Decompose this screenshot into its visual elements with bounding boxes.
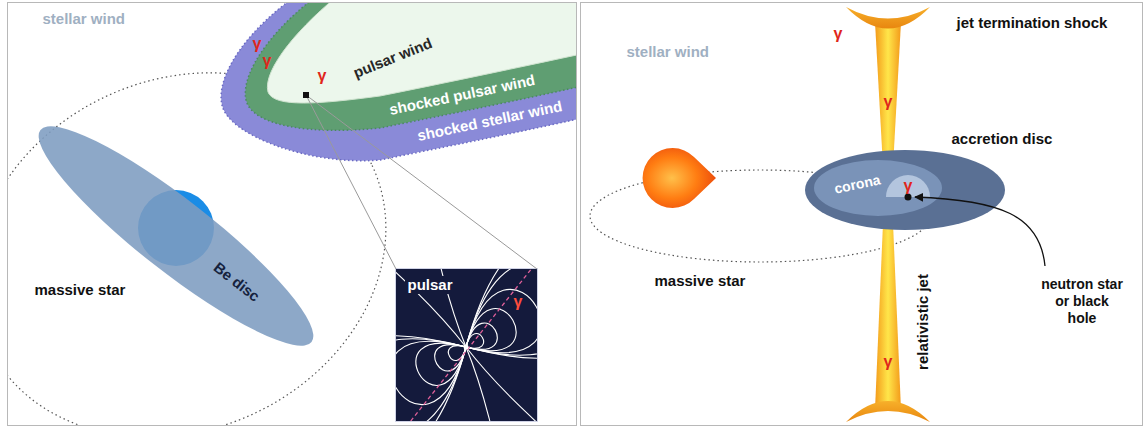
region-label: neutron star or black hole <box>1040 276 1124 326</box>
right-panel: accretion disc corona <box>581 3 1142 425</box>
open-field-line <box>466 320 537 422</box>
field-line <box>443 269 537 386</box>
node-outline <box>38 126 314 346</box>
node-label: pulsar <box>405 276 456 294</box>
field-line <box>396 308 489 421</box>
pulsar-marker <box>303 92 309 98</box>
region-label: jet termination shock <box>957 14 1108 32</box>
gamma-ray-symbol: γ <box>904 178 913 194</box>
field-line <box>396 293 497 421</box>
open-field-line <box>396 269 514 347</box>
rotation-axis <box>402 269 537 421</box>
band-shape <box>245 3 576 130</box>
neutron-star-dot <box>464 345 469 350</box>
be-disc-ellipse: Be disc <box>38 126 314 346</box>
text-holder: massive star <box>35 281 126 299</box>
zoom-line <box>306 95 537 269</box>
text-holder: corona <box>834 176 881 193</box>
magnetosphere <box>396 269 537 421</box>
text-holder: jet termination shock <box>957 14 1108 32</box>
text-holder: pulsar <box>405 276 456 294</box>
orbit-ellipse <box>8 7 446 425</box>
band-shape <box>267 3 576 103</box>
text-holder: stellar wind <box>43 10 126 28</box>
text-holder: stellar wind <box>627 43 710 61</box>
gamma-ray-symbol: γ <box>884 354 893 370</box>
gamma-ray-symbol: γ <box>263 53 272 69</box>
disc-shape <box>18 102 333 371</box>
open-field-line <box>418 347 537 421</box>
gamma-ray-symbol: γ <box>884 94 893 110</box>
text-holder: accretion disc <box>952 130 1053 148</box>
text-holder: neutron star or black hole <box>1040 276 1124 326</box>
zoom-line <box>306 95 396 269</box>
termination-shock <box>846 401 930 422</box>
node-label: accretion disc <box>952 130 1053 148</box>
text-holder: Be disc <box>210 273 263 291</box>
gamma-ray-symbol: γ <box>318 68 327 84</box>
field-line <box>396 320 482 415</box>
text-holder: relativistic jet <box>875 313 971 331</box>
massive-star <box>643 148 716 208</box>
text-holder: γ <box>318 68 327 84</box>
text-holder: γ <box>253 36 262 52</box>
compact-object <box>905 194 912 201</box>
disc-shape <box>805 150 1005 230</box>
text-holder: γ <box>834 26 843 42</box>
region-label: massive star <box>35 281 126 299</box>
gamma-ray-symbol: γ <box>834 26 843 42</box>
region-label: stellar wind <box>43 10 126 28</box>
field-line <box>450 280 537 375</box>
panel-frame <box>581 3 1143 426</box>
leader-arrow <box>915 197 1045 266</box>
text-holder: γ <box>904 178 913 194</box>
left-panel: shocked stellar windshocked pulsar windp… <box>8 3 576 425</box>
open-field-line <box>396 269 466 375</box>
text-holder: massive star <box>655 272 746 290</box>
text-holder: γ <box>884 354 893 370</box>
field-lines <box>396 269 537 421</box>
text-holder: γ <box>263 53 272 69</box>
pulsar-inset-box: pulsar <box>395 268 538 422</box>
text-holder: γ <box>512 294 525 310</box>
region-label: massive star <box>655 272 746 290</box>
gamma-ray-symbol: γ <box>253 36 262 52</box>
region-label: relativistic jet <box>914 274 932 370</box>
text-holder: pulsar wind <box>351 49 434 67</box>
band-shape <box>221 3 576 161</box>
corona-ellipse: corona <box>812 158 944 218</box>
region-label: stellar wind <box>627 43 710 61</box>
jet-lower <box>875 200 901 410</box>
corona-shape <box>814 160 942 216</box>
inset-ground <box>395 268 538 422</box>
text-holder: γ <box>884 94 893 110</box>
shocked-stellar-wind-band: shocked stellar windshocked pulsar windp… <box>212 3 576 168</box>
gamma-ray-symbol: γ <box>512 294 525 310</box>
inset-frame <box>396 269 538 422</box>
emission-region <box>886 175 930 197</box>
termination-shock <box>846 7 930 29</box>
